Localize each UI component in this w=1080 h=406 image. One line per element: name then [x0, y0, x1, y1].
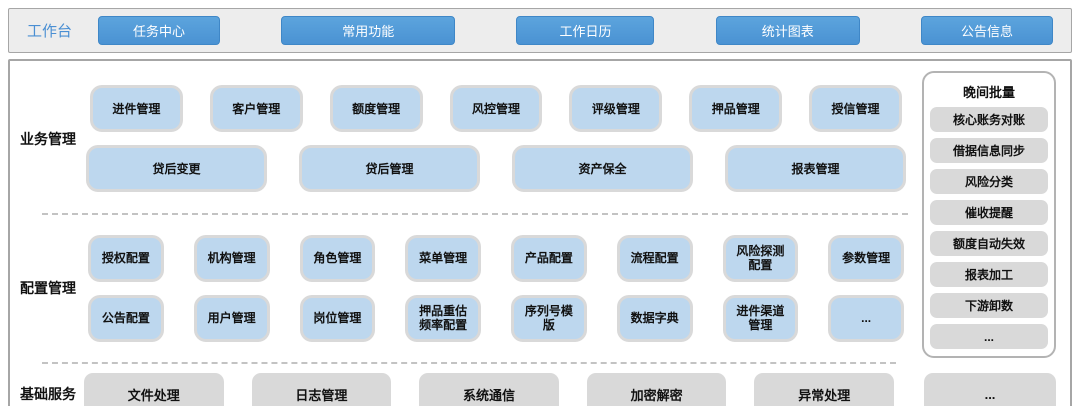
batch-job-button[interactable]: 报表加工: [930, 262, 1048, 287]
module-button[interactable]: 押品重估频率配置: [405, 294, 481, 342]
dashed-divider: [42, 362, 896, 364]
topbar-button[interactable]: 公告信息: [920, 16, 1053, 45]
topbar-button[interactable]: 工作日历: [516, 16, 655, 45]
topbar-button[interactable]: 任务中心: [98, 16, 221, 45]
section-label-config: 配置管理: [20, 280, 76, 297]
module-button[interactable]: 参数管理: [828, 234, 904, 282]
section-body-business: 进件管理客户管理额度管理风控管理评级管理押品管理授信管理 贷后变更贷后管理资产保…: [84, 85, 908, 193]
batch-job-button[interactable]: 风险分类: [930, 169, 1048, 194]
batch-job-button[interactable]: 借据信息同步: [930, 138, 1048, 163]
night-batch-title: 晚间批量: [962, 85, 1015, 100]
section-body-config: 授权配置机构管理角色管理菜单管理产品配置流程配置风险探测配置参数管理 公告配置用…: [84, 234, 908, 342]
module-button[interactable]: 序列号模版: [511, 294, 587, 342]
service-button[interactable]: 加密解密: [586, 373, 727, 406]
module-button[interactable]: 机构管理: [193, 234, 270, 282]
main-panel: 业务管理 进件管理客户管理额度管理风控管理评级管理押品管理授信管理 贷后变更贷后…: [8, 59, 1072, 406]
module-button[interactable]: 贷后变更: [86, 145, 267, 193]
topbar-button[interactable]: 常用功能: [281, 16, 456, 45]
base-more-button[interactable]: ...: [924, 373, 1056, 406]
module-button[interactable]: 授信管理: [809, 85, 902, 133]
section-label-base: 基础服务: [20, 386, 76, 402]
module-button[interactable]: 岗位管理: [299, 294, 376, 342]
module-button[interactable]: 进件管理: [90, 85, 183, 133]
service-button[interactable]: 文件处理: [84, 373, 224, 406]
topbar-button-group: 任务中心 常用功能 工作日历 统计图表 公告信息: [98, 16, 1053, 45]
dashed-divider: [42, 212, 908, 215]
module-button[interactable]: 押品管理: [689, 85, 783, 133]
module-button[interactable]: ...: [828, 294, 904, 342]
module-button[interactable]: 评级管理: [569, 85, 663, 133]
module-button[interactable]: 贷后管理: [299, 145, 480, 193]
left-sections: 业务管理 进件管理客户管理额度管理风控管理评级管理押品管理授信管理 贷后变更贷后…: [20, 69, 908, 358]
batch-job-button[interactable]: 下游卸数: [930, 293, 1048, 318]
module-button[interactable]: 授权配置: [88, 234, 164, 282]
service-button[interactable]: 异常处理: [754, 373, 894, 406]
section-label-business: 业务管理: [20, 130, 76, 147]
batch-job-button[interactable]: 核心账务对账: [930, 107, 1048, 132]
batch-job-button[interactable]: 催收提醒: [930, 200, 1048, 225]
right-column: 晚间批量 核心账务对账借据信息同步风险分类催收提醒额度自动失效报表加工下游卸数.…: [908, 69, 1056, 358]
module-button[interactable]: 公告配置: [88, 294, 164, 342]
module-button[interactable]: 风险探测配置: [722, 234, 799, 282]
business-row-2: 贷后变更贷后管理资产保全报表管理: [84, 145, 908, 193]
service-button[interactable]: 日志管理: [251, 373, 392, 406]
module-button[interactable]: 风控管理: [449, 85, 543, 133]
workbench-topbar: 工作台 任务中心 常用功能 工作日历 统计图表 公告信息: [8, 8, 1072, 53]
module-button[interactable]: 客户管理: [209, 85, 303, 133]
service-button[interactable]: 系统通信: [419, 373, 559, 406]
module-button[interactable]: 产品配置: [511, 234, 587, 282]
module-button[interactable]: 数据字典: [616, 294, 693, 342]
module-button[interactable]: 报表管理: [725, 145, 906, 193]
night-batch-panel: 晚间批量 核心账务对账借据信息同步风险分类催收提醒额度自动失效报表加工下游卸数.…: [922, 71, 1056, 358]
topbar-button[interactable]: 统计图表: [715, 16, 860, 45]
module-button[interactable]: 流程配置: [616, 234, 693, 282]
section-body-base: 文件处理日志管理系统通信加密解密异常处理 ...: [84, 373, 1056, 406]
module-button[interactable]: 角色管理: [299, 234, 376, 282]
business-row-1: 进件管理客户管理额度管理风控管理评级管理押品管理授信管理: [84, 85, 908, 133]
upper-area: 业务管理 进件管理客户管理额度管理风控管理评级管理押品管理授信管理 贷后变更贷后…: [20, 69, 1056, 358]
batch-job-button[interactable]: ...: [930, 324, 1048, 349]
section-config-management: 配置管理 授权配置机构管理角色管理菜单管理产品配置流程配置风险探测配置参数管理 …: [20, 234, 908, 342]
section-base-services: 基础服务 文件处理日志管理系统通信加密解密异常处理 ...: [20, 372, 1056, 406]
config-row-1: 授权配置机构管理角色管理菜单管理产品配置流程配置风险探测配置参数管理: [84, 234, 908, 282]
module-button[interactable]: 菜单管理: [405, 234, 481, 282]
module-button[interactable]: 资产保全: [512, 145, 693, 193]
night-batch-items: 核心账务对账借据信息同步风险分类催收提醒额度自动失效报表加工下游卸数...: [930, 107, 1048, 349]
workbench-label: 工作台: [27, 23, 73, 40]
config-row-2: 公告配置用户管理岗位管理押品重估频率配置序列号模版数据字典进件渠道管理...: [84, 294, 908, 342]
module-button[interactable]: 用户管理: [193, 294, 270, 342]
module-button[interactable]: 额度管理: [329, 85, 423, 133]
batch-job-button[interactable]: 额度自动失效: [930, 231, 1048, 256]
base-services-row: 文件处理日志管理系统通信加密解密异常处理: [84, 373, 894, 406]
module-button[interactable]: 进件渠道管理: [722, 294, 799, 342]
section-business-management: 业务管理 进件管理客户管理额度管理风控管理评级管理押品管理授信管理 贷后变更贷后…: [20, 85, 908, 193]
